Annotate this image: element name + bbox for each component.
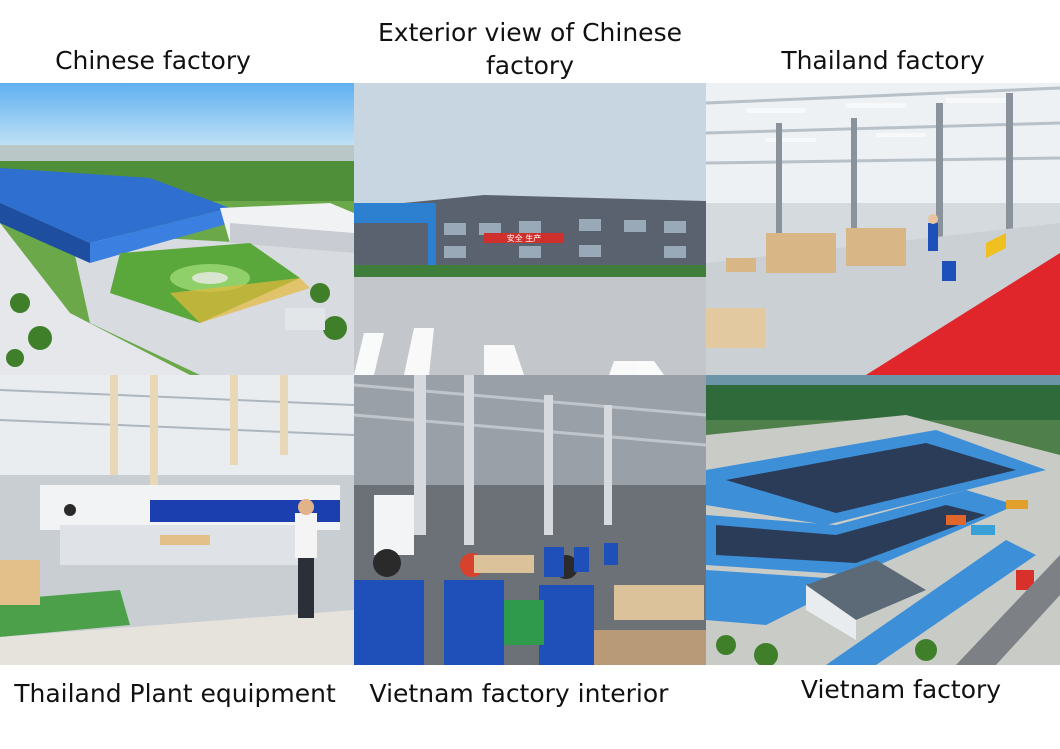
caption-exterior-view: Exterior view of Chinese factory xyxy=(354,16,706,82)
caption-thailand-factory: Thailand factory xyxy=(781,46,985,75)
caption-vietnam-factory-interior: Vietnam factory interior xyxy=(369,679,669,708)
caption-exterior-view-line2: factory xyxy=(485,51,575,80)
photo-vietnam-factory xyxy=(706,375,1060,665)
caption-exterior-view-line1: Exterior view of Chinese xyxy=(378,18,682,47)
banner-text: 安全 生产 xyxy=(507,233,542,243)
photo-exterior-view: 安全 生产 xyxy=(354,83,706,375)
caption-chinese-factory: Chinese factory xyxy=(55,46,251,75)
photo-thailand-plant-equipment xyxy=(0,375,354,665)
caption-thailand-plant-equipment: Thailand Plant equipment xyxy=(14,679,336,708)
photo-thailand-factory xyxy=(706,83,1060,375)
photo-chinese-factory xyxy=(0,83,354,375)
caption-vietnam-factory: Vietnam factory xyxy=(800,675,1002,704)
photo-vietnam-factory-interior xyxy=(354,375,706,665)
